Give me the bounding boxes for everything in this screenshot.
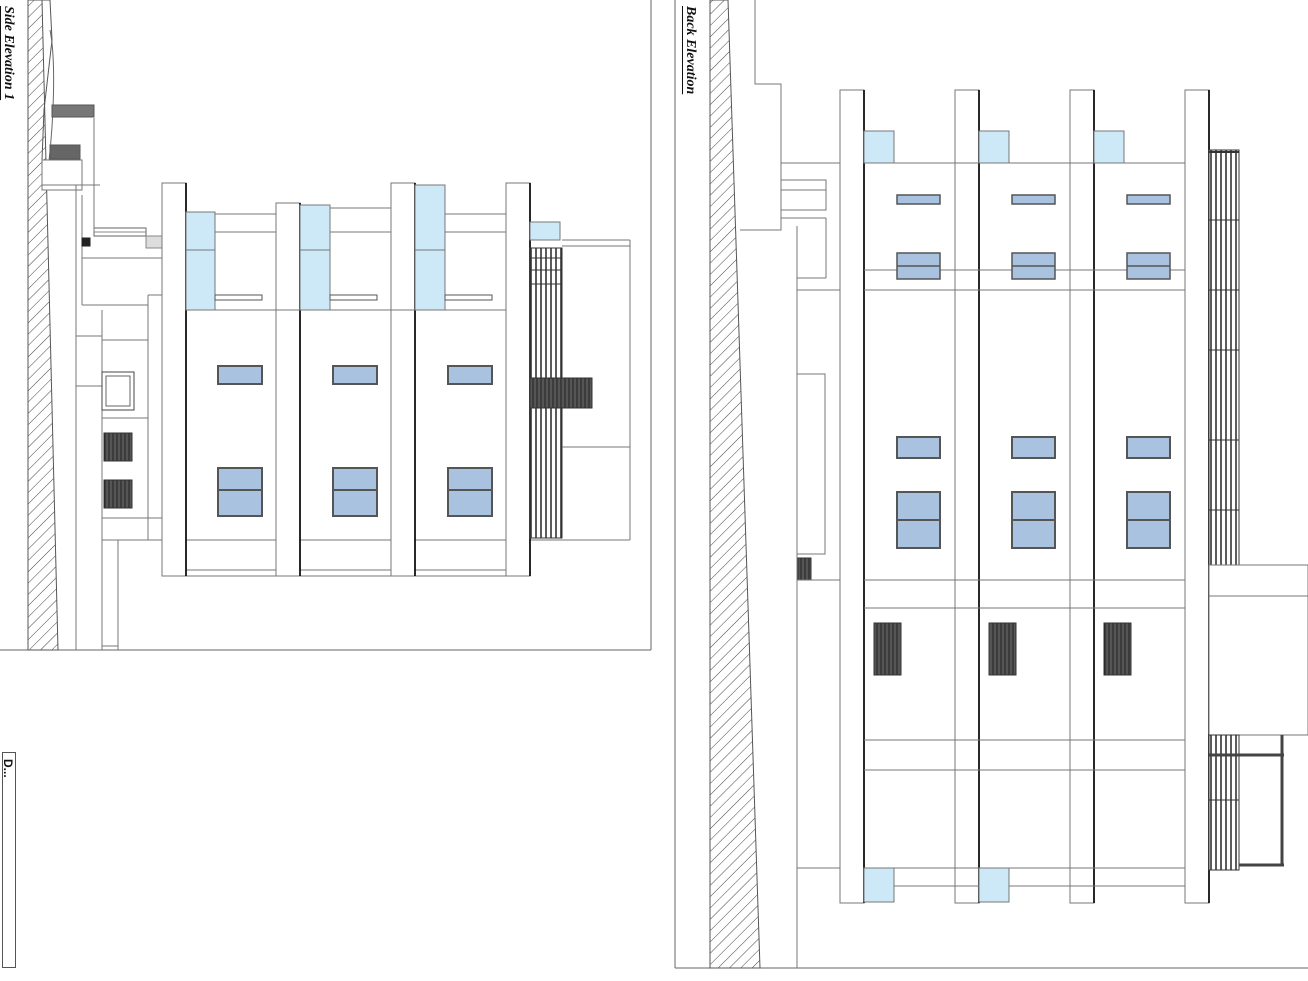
column (1184, 89, 1210, 904)
glass-panel (1093, 130, 1125, 164)
window (1126, 436, 1171, 459)
ground-hatch (27, 0, 59, 651)
window (896, 194, 941, 205)
glass-panel (299, 204, 331, 311)
louvre-panel (1103, 622, 1132, 676)
window (1126, 194, 1171, 205)
window (1126, 491, 1171, 549)
window (1011, 491, 1056, 549)
glass-panel (863, 867, 895, 903)
horizontal-screen (1208, 149, 1240, 597)
window (1011, 436, 1056, 459)
window (217, 467, 263, 517)
column (839, 89, 865, 904)
window (1011, 252, 1056, 280)
back-elevation-title: Back Elevation (683, 6, 698, 95)
glass-panel (978, 867, 1010, 903)
louvre-panel (103, 479, 133, 509)
window (896, 491, 941, 549)
horizontal-screen (1208, 734, 1240, 871)
title-block-text: D... (2, 759, 15, 778)
side-elevation-view (0, 0, 652, 651)
louvre-panel (529, 377, 593, 409)
louvre-panel (988, 622, 1017, 676)
window (896, 436, 941, 459)
glass-panel (978, 130, 1010, 164)
window (447, 467, 493, 517)
window (1126, 252, 1171, 280)
column (505, 182, 531, 577)
column (275, 202, 301, 577)
column (954, 89, 980, 904)
glass-panel (185, 211, 216, 311)
glass-panel (863, 130, 895, 164)
window (217, 365, 263, 385)
column (390, 182, 416, 577)
title-block: D... (2, 752, 16, 968)
louvre-panel (103, 432, 133, 462)
window (1011, 194, 1056, 205)
glass-panel (414, 184, 446, 311)
ground-hatch (709, 0, 761, 969)
window (447, 365, 493, 385)
window (332, 365, 378, 385)
window (332, 467, 378, 517)
side-elevation-title: Side Elevation 1 (1, 6, 16, 101)
column (161, 182, 187, 577)
back-elevation-view (674, 0, 1308, 969)
column (1069, 89, 1095, 904)
louvre-panel (873, 622, 902, 676)
window (896, 252, 941, 280)
glass-panel (529, 221, 561, 241)
louvre-panel (797, 557, 812, 581)
